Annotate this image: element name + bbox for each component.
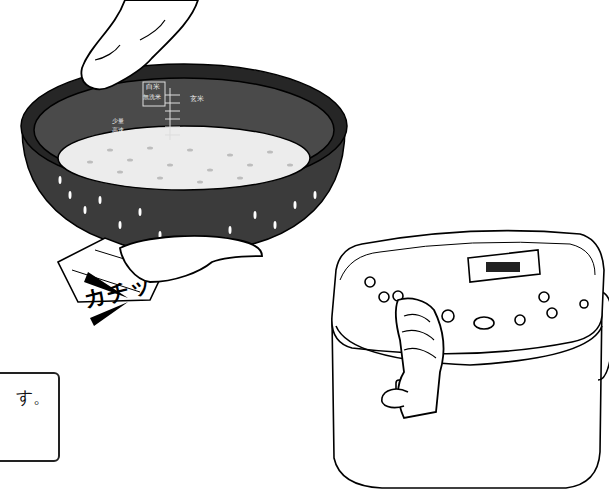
water-drops: [59, 176, 317, 239]
note-text: す。: [16, 386, 50, 409]
scale-label: 高速: [112, 127, 124, 133]
inner-pot: [21, 64, 347, 252]
hand: [81, 0, 198, 89]
thumb: [382, 389, 408, 407]
scale-label: 玄米: [190, 96, 204, 103]
finger-lines: [95, 20, 165, 60]
scale-label: 白米: [146, 84, 160, 91]
water-scale: [143, 82, 180, 140]
scale-label: 無洗米: [143, 94, 161, 100]
note-box: す。: [0, 372, 60, 462]
scale-label: 少量: [112, 118, 124, 124]
rice-grains: [87, 147, 293, 184]
rice-cooker: [332, 231, 609, 488]
finger-lines: [402, 314, 436, 358]
